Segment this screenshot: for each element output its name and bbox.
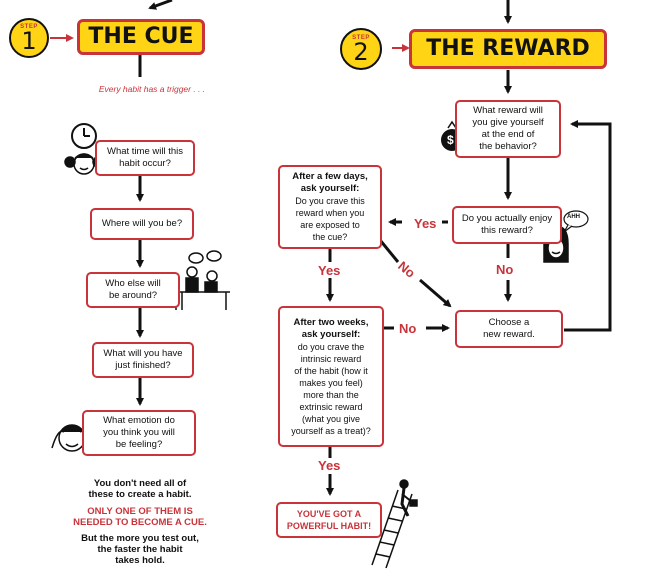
two-weeks-body: do you crave the intrinsic reward of the… (291, 341, 371, 437)
reward-title: THE REWARD (409, 29, 607, 69)
choose-new-reward: Choose a new reward. (455, 310, 563, 348)
yes-label-two-weeks: Yes (318, 458, 340, 473)
powerful-habit-box: YOU'VE GOT A POWERFUL HABIT! (276, 502, 382, 538)
arrow-no-diag-b (420, 280, 450, 306)
arrow-no-diag-a (380, 240, 398, 262)
cue-note-2: ONLY ONE OF THEM IS NEEDED TO BECOME A C… (64, 506, 216, 528)
two-weeks-box: After two weeks, ask yourself: do you cr… (278, 306, 384, 447)
speech-text: AHH (567, 214, 580, 220)
no-label-enjoy: No (496, 262, 513, 277)
clock-icon (72, 124, 96, 148)
yes-label-few-days: Yes (318, 263, 340, 278)
step2-number: 2 (342, 41, 380, 63)
cue-tagline: Every habit has a trigger . . . (82, 84, 222, 94)
two-weeks-heading: After two weeks, ask yourself: (294, 317, 369, 341)
cue-note-3: But the more you test out, the faster th… (64, 533, 216, 566)
reward-question-what: What reward will you give yourself at th… (455, 100, 561, 158)
cue-note-1: You don't need all of these to create a … (70, 478, 210, 500)
cue-title: THE CUE (77, 19, 205, 55)
yes-label-enjoy: Yes (414, 216, 436, 231)
step1-number: 1 (11, 30, 47, 52)
no-label-two-weeks: No (399, 321, 416, 336)
cue-question-emotion: What emotion do you think you will be fe… (82, 410, 196, 456)
cue-question-finished: What will you have just finished? (92, 342, 194, 378)
step2-badge: STEP 2 (340, 28, 382, 70)
cue-question-time: What time will this habit occur? (95, 140, 195, 176)
people-table-icon (176, 251, 230, 310)
few-days-box: After a few days, ask yourself: Do you c… (278, 165, 382, 249)
few-days-body: Do you crave this reward when you are ex… (295, 195, 365, 243)
step1-badge: STEP 1 (9, 18, 49, 58)
cue-question-where: Where will you be? (90, 208, 194, 240)
few-days-heading: After a few days, ask yourself: (292, 171, 368, 195)
arrow-into-cue (150, 0, 172, 8)
reward-question-enjoy: Do you actually enjoy this reward? (452, 206, 562, 244)
cue-question-who: Who else will be around? (86, 272, 180, 308)
dollar-sign: $ (447, 133, 454, 147)
